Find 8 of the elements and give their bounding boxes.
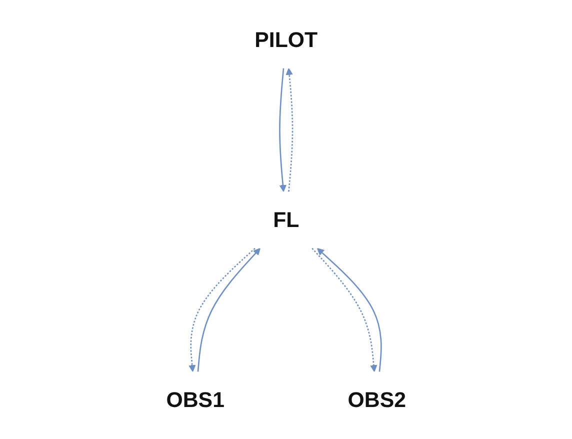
- arrow: [286, 67, 294, 192]
- node-text: OBS1: [166, 386, 224, 412]
- arrow: [278, 68, 286, 192]
- node-text: OBS2: [348, 386, 406, 412]
- arrow: [188, 247, 256, 372]
- node-text: FL: [272, 206, 300, 232]
- node-text: PILOT: [254, 26, 318, 52]
- arrow: [197, 248, 260, 372]
